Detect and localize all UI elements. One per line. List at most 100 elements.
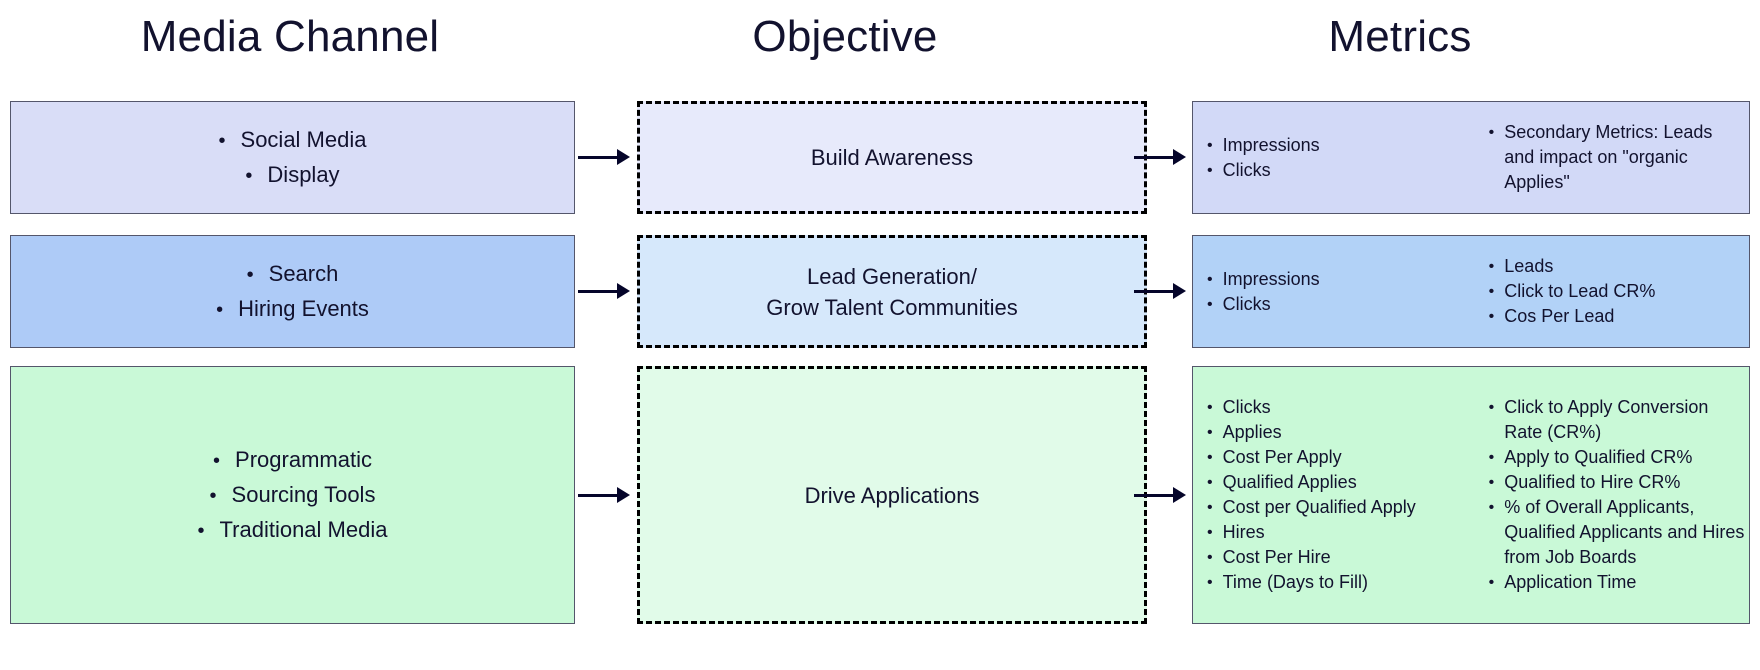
- metrics-box-row3[interactable]: • Clicks • Applies • Cost Per Apply • Qualif…: [1192, 366, 1750, 624]
- arrow-head-icon: [1173, 149, 1186, 165]
- metric-label: Cost per Qualified Apply: [1222, 497, 1416, 517]
- objective-box-row1[interactable]: Build Awareness: [637, 101, 1147, 214]
- metrics-left-column-row2: • Impressions •Clicks: [1207, 267, 1485, 317]
- bullet-icon: •: [1207, 474, 1213, 491]
- bullet-icon: •: [197, 519, 205, 542]
- list-item: •Programmatic: [198, 443, 388, 478]
- metric-label: Apply to Qualified CR%: [1504, 447, 1693, 467]
- bullet-icon: •: [1488, 124, 1495, 141]
- media-channel-box-row1[interactable]: • Social Media • Display: [10, 101, 575, 214]
- list-item: • Cost per Qualified Apply: [1207, 495, 1485, 520]
- arrow-shaft: [1134, 289, 1174, 293]
- list-item: • Time (Days to Fill): [1207, 570, 1485, 595]
- list-item: • Hires: [1207, 520, 1485, 545]
- bullet-icon: •: [218, 129, 226, 152]
- media-channel-list-row3: •Programmatic •Sourcing Tools • Tradition…: [198, 443, 388, 548]
- bullet-icon: •: [1207, 161, 1213, 179]
- arrow-head-icon: [617, 283, 630, 299]
- list-item: •Click to Apply Conversion Rate (CR%): [1489, 395, 1745, 445]
- column-header-media-channel: Media Channel: [140, 12, 440, 61]
- metrics-left-list-row2: • Impressions •Clicks: [1207, 267, 1485, 317]
- list-item: •Search: [216, 257, 369, 292]
- column-header-objective: Objective: [752, 12, 938, 61]
- bullet-icon: •: [1207, 499, 1213, 516]
- list-item: • Application Time: [1489, 570, 1745, 595]
- arrow-shaft: [1134, 155, 1174, 159]
- metrics-right-list-row1: •Secondary Metrics: Leads and impact on …: [1489, 120, 1745, 195]
- metrics-right-list-row2: • Leads •Click to Lead CR% •Cos Per Lead: [1489, 254, 1745, 329]
- list-item: •% of Overall Applicants, Qualified Appl…: [1489, 495, 1745, 570]
- metrics-right-column-row3: •Click to Apply Conversion Rate (CR%) •A…: [1489, 395, 1745, 595]
- metric-label: Impressions: [1222, 268, 1320, 289]
- list-item: • Clicks: [1207, 158, 1485, 183]
- list-item: •Hiring Events: [216, 292, 369, 327]
- arrow-head-icon: [1173, 487, 1186, 503]
- metric-label: Hires: [1222, 522, 1265, 542]
- metrics-columns-row1: •Impressions •Clicks •Secondary Metrics:…: [1193, 102, 1749, 213]
- media-channel-list-row1: • Social Media • Display: [219, 123, 367, 193]
- arrow-head-icon: [1173, 283, 1186, 299]
- bullet-icon: •: [1207, 549, 1213, 566]
- arrow-shaft: [578, 155, 618, 159]
- media-channel-item-label: Social Media: [240, 126, 367, 152]
- metrics-box-row2[interactable]: • Impressions •Clicks • Leads •Click to Le…: [1192, 235, 1750, 348]
- media-channel-box-row3[interactable]: •Programmatic •Sourcing Tools • Tradition…: [10, 366, 575, 624]
- metric-label: Cost Per Hire: [1222, 547, 1331, 567]
- list-item: • Cost Per Hire: [1207, 545, 1485, 570]
- metric-label: Cos Per Lead: [1504, 306, 1615, 326]
- list-item: • Clicks: [1207, 395, 1485, 420]
- bullet-icon: •: [1207, 449, 1213, 466]
- media-channel-item-label: Traditional Media: [219, 516, 388, 542]
- list-item: • Applies: [1207, 420, 1485, 445]
- metric-label: Click to Apply Conversion Rate (CR%): [1504, 397, 1709, 442]
- media-channel-list-row2: •Search •Hiring Events: [216, 257, 369, 327]
- metrics-right-column-row2: • Leads •Click to Lead CR% •Cos Per Lead: [1489, 254, 1745, 329]
- metric-label: Qualified Applies: [1222, 472, 1357, 492]
- bullet-icon: •: [1207, 574, 1213, 591]
- metric-label: Leads: [1504, 256, 1554, 276]
- list-item: •Click to Lead CR%: [1489, 279, 1745, 304]
- bullet-icon: •: [245, 164, 253, 187]
- media-channel-box-row2[interactable]: •Search •Hiring Events: [10, 235, 575, 348]
- bullet-icon: •: [1207, 270, 1213, 288]
- objective-box-row3[interactable]: Drive Applications: [637, 366, 1147, 624]
- metric-label: Clicks: [1222, 397, 1271, 417]
- list-item: • Cost Per Apply: [1207, 445, 1485, 470]
- metrics-right-column-row1: •Secondary Metrics: Leads and impact on …: [1489, 120, 1745, 195]
- metrics-left-column-row1: •Impressions • Clicks: [1207, 133, 1485, 183]
- bullet-icon: •: [1488, 258, 1495, 275]
- metric-label: Cost Per Apply: [1222, 447, 1342, 467]
- metric-label: Application Time: [1504, 572, 1637, 592]
- objective-box-row2[interactable]: Lead Generation/ Grow Talent Communities: [637, 235, 1147, 348]
- objective-label-row1: Build Awareness: [810, 145, 974, 170]
- list-item: • Display: [219, 158, 367, 193]
- arrow-shaft: [578, 493, 618, 497]
- bullet-icon: •: [1207, 524, 1213, 541]
- bullet-icon: •: [1488, 499, 1495, 516]
- metrics-right-list-row3: •Click to Apply Conversion Rate (CR%) •A…: [1489, 395, 1745, 595]
- metrics-left-list-row1: •Impressions • Clicks: [1207, 133, 1485, 183]
- list-item: • Impressions: [1207, 267, 1485, 292]
- bullet-icon: •: [1488, 574, 1495, 591]
- bullet-icon: •: [1207, 424, 1213, 441]
- metrics-box-row1[interactable]: •Impressions •Clicks •Secondary Metrics:…: [1192, 101, 1750, 214]
- metric-label: Time (Days to Fill): [1222, 572, 1368, 592]
- metric-label: Clicks: [1222, 159, 1271, 180]
- bullet-icon: •: [1488, 474, 1495, 491]
- media-channel-item-label: Display: [267, 161, 340, 187]
- list-item: •Impressions: [1207, 133, 1485, 158]
- metrics-left-column-row3: • Clicks • Applies • Cost Per Apply • Qualif…: [1207, 395, 1485, 595]
- list-item: •Sourcing Tools: [198, 478, 388, 513]
- bullet-icon: •: [216, 298, 224, 321]
- bullet-icon: •: [1207, 295, 1213, 313]
- list-item: •Clicks: [1207, 292, 1485, 317]
- metric-label: Impressions: [1222, 134, 1320, 155]
- metric-label: Applies: [1222, 422, 1282, 442]
- metric-label: Qualified to Hire CR%: [1504, 472, 1681, 492]
- media-channel-item-label: Programmatic: [235, 446, 372, 472]
- bullet-icon: •: [1207, 399, 1213, 416]
- media-channel-item-label: Search: [268, 260, 339, 286]
- list-item: •Cos Per Lead: [1489, 304, 1745, 329]
- arrow-head-icon: [617, 149, 630, 165]
- arrow-head-icon: [617, 487, 630, 503]
